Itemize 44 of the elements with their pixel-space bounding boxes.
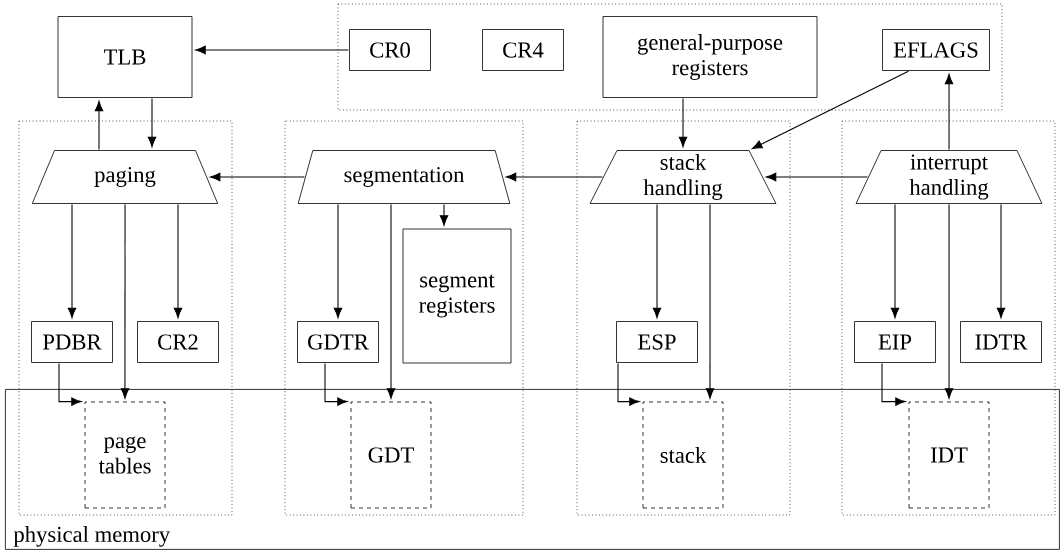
memory-table-box: page tables — [84, 401, 166, 509]
arrow — [147, 98, 157, 148]
unit-trapezium: interrupt handling — [855, 150, 1043, 204]
arrow — [890, 204, 900, 319]
arrow — [58, 363, 82, 406]
arrow — [67, 204, 77, 319]
arrow — [439, 204, 449, 226]
register-box: EIP — [854, 321, 936, 363]
register-box: general-purpose registers — [602, 16, 818, 98]
arrow — [705, 204, 715, 399]
register-box: CR4 — [482, 29, 564, 71]
register-box: CR2 — [137, 321, 219, 363]
arrow — [333, 204, 343, 319]
arrow — [996, 204, 1006, 319]
arrow — [195, 45, 349, 55]
memory-table-box: GDT — [350, 401, 432, 509]
arrow — [944, 204, 954, 399]
memory-table-box: stack — [642, 401, 724, 509]
register-box: ESP — [616, 321, 698, 363]
arrow — [881, 363, 906, 406]
arrow — [173, 204, 183, 319]
memory-table-box: IDT — [908, 401, 990, 509]
unit-trapezium: stack handling — [589, 150, 777, 204]
arrow — [751, 70, 909, 150]
arrow — [944, 73, 954, 150]
arrow — [209, 172, 305, 182]
register-box: GDTR — [297, 321, 379, 363]
register-box: CR0 — [349, 29, 431, 71]
arrow — [120, 204, 130, 399]
register-box: IDTR — [960, 321, 1042, 363]
arrow — [386, 204, 396, 399]
arrow — [617, 363, 640, 406]
register-box: EFLAGS — [882, 29, 990, 71]
unit-trapezium: paging — [31, 150, 219, 204]
arrow — [678, 98, 688, 148]
arrow — [505, 172, 603, 182]
register-box: PDBR — [31, 321, 113, 363]
register-box: segment registers — [402, 228, 512, 364]
unit-trapezium: segmentation — [297, 150, 511, 204]
arrow — [94, 100, 104, 150]
arrow — [324, 363, 348, 406]
arrow — [652, 204, 662, 319]
arrow — [765, 172, 868, 182]
register-box: TLB — [57, 16, 193, 98]
